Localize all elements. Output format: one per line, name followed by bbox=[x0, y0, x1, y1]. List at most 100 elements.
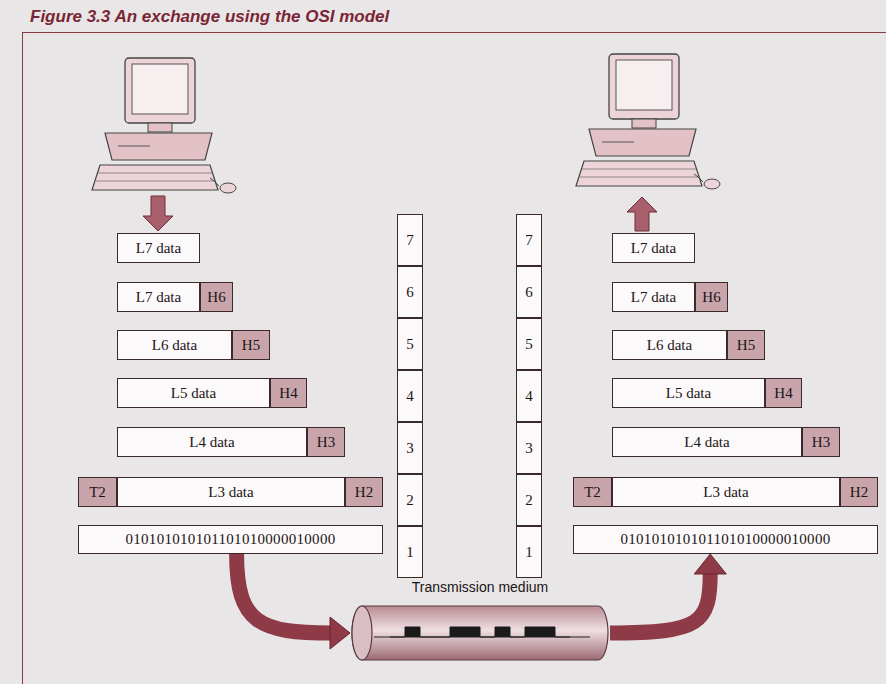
monitor bbox=[125, 58, 195, 123]
box-label: L3 data bbox=[703, 485, 748, 500]
layer-number-cell: 7 bbox=[516, 214, 542, 266]
box-label: H6 bbox=[207, 290, 225, 305]
header-box: H3 bbox=[802, 427, 840, 457]
layer-number: 6 bbox=[406, 285, 414, 300]
flow-arrow bbox=[237, 554, 350, 649]
box-label: L5 data bbox=[171, 386, 216, 401]
computer-icon bbox=[576, 54, 720, 189]
arrow-shaft bbox=[237, 554, 332, 633]
box-label: 010101010101101010000010000 bbox=[620, 532, 830, 547]
header-box: T2 bbox=[78, 477, 117, 507]
box-label: H4 bbox=[774, 386, 792, 401]
bitstream-box: 010101010101101010000010000 bbox=[573, 525, 878, 554]
header-box: H3 bbox=[307, 427, 345, 457]
data-unit-box: L4 data bbox=[117, 427, 307, 457]
signal-pulse bbox=[525, 627, 540, 637]
box-label: H2 bbox=[355, 485, 373, 500]
box-label: H5 bbox=[242, 338, 260, 353]
medium-label: Transmission medium bbox=[408, 578, 552, 596]
layer-number: 4 bbox=[406, 389, 414, 404]
box-label: L7 data bbox=[631, 290, 676, 305]
header-box: H4 bbox=[765, 378, 802, 408]
key-row bbox=[96, 181, 215, 182]
layer-number: 2 bbox=[525, 493, 533, 508]
box-label: 010101010101101010000010000 bbox=[125, 532, 335, 547]
stand bbox=[632, 119, 656, 128]
box-label: H6 bbox=[702, 290, 720, 305]
layer-number: 2 bbox=[406, 493, 414, 508]
mouse bbox=[704, 179, 720, 189]
transmission-medium: Transmission medium bbox=[350, 578, 610, 664]
figure-title: Figure 3.3 An exchange using the OSI mod… bbox=[30, 7, 389, 27]
data-unit-box: L5 data bbox=[612, 378, 765, 408]
layer-number: 7 bbox=[406, 233, 414, 248]
down-arrow bbox=[143, 196, 173, 231]
layer-number-cell: 2 bbox=[397, 474, 423, 526]
box-label: L6 data bbox=[647, 338, 692, 353]
box-label: L7 data bbox=[631, 241, 676, 256]
data-unit-box: L7 data bbox=[117, 233, 200, 263]
box-label: T2 bbox=[89, 485, 106, 500]
data-unit-box: L5 data bbox=[117, 378, 270, 408]
layer-number: 4 bbox=[525, 389, 533, 404]
bitstream-box: 010101010101101010000010000 bbox=[78, 525, 383, 554]
cable-end bbox=[352, 606, 372, 660]
signal-pulse bbox=[465, 627, 480, 637]
box-label: H3 bbox=[812, 435, 830, 450]
signal-wave bbox=[390, 627, 570, 637]
box-label: L4 data bbox=[189, 435, 234, 450]
layer-number-cell: 6 bbox=[397, 266, 423, 318]
flow-arrow bbox=[610, 554, 726, 633]
layer-number-cell: 1 bbox=[516, 526, 542, 578]
screen bbox=[616, 60, 672, 110]
data-unit-box: L3 data bbox=[612, 477, 840, 507]
box-label: L7 data bbox=[136, 241, 181, 256]
layer-number: 5 bbox=[406, 337, 414, 352]
layer-number-cell: 6 bbox=[516, 266, 542, 318]
cable-body bbox=[352, 606, 608, 660]
key-row bbox=[582, 169, 696, 170]
header-box: H4 bbox=[270, 378, 307, 408]
layer-number: 6 bbox=[525, 285, 533, 300]
mouse-cable bbox=[210, 178, 219, 186]
box-label: T2 bbox=[584, 485, 601, 500]
layer-number: 1 bbox=[525, 545, 533, 560]
data-unit-box: L7 data bbox=[117, 282, 200, 312]
header-box: H6 bbox=[200, 282, 233, 312]
signal-pulse bbox=[495, 627, 510, 637]
key-row bbox=[98, 173, 212, 174]
header-box: H6 bbox=[695, 282, 728, 312]
data-unit-box: L3 data bbox=[117, 477, 345, 507]
layer-number: 3 bbox=[406, 441, 414, 456]
layer-number-cell: 2 bbox=[516, 474, 542, 526]
layer-number: 1 bbox=[406, 545, 414, 560]
arrow-head bbox=[330, 617, 350, 649]
layer-number-cell: 5 bbox=[516, 318, 542, 370]
keyboard bbox=[576, 161, 702, 186]
box-label: H2 bbox=[850, 485, 868, 500]
arrow-shaft bbox=[610, 572, 710, 633]
box-label: L7 data bbox=[136, 290, 181, 305]
data-unit-box: L7 data bbox=[612, 233, 695, 263]
box-label: H4 bbox=[279, 386, 297, 401]
layer-number-cell: 3 bbox=[516, 422, 542, 474]
mouse bbox=[220, 183, 236, 193]
data-unit-box: L7 data bbox=[612, 282, 695, 312]
signal-pulse bbox=[540, 627, 555, 637]
screen bbox=[132, 64, 188, 114]
layer-number-cell: 3 bbox=[397, 422, 423, 474]
header-box: T2 bbox=[573, 477, 612, 507]
data-unit-box: L6 data bbox=[117, 330, 232, 360]
system-unit bbox=[105, 133, 212, 160]
key-row bbox=[580, 177, 699, 178]
system-unit bbox=[589, 129, 696, 156]
box-label: L5 data bbox=[666, 386, 711, 401]
box-label: H5 bbox=[737, 338, 755, 353]
signal-pulse bbox=[450, 627, 465, 637]
up-arrow bbox=[627, 197, 657, 231]
box-label: L6 data bbox=[152, 338, 197, 353]
mouse-cable bbox=[694, 174, 703, 182]
layer-number-cell: 1 bbox=[397, 526, 423, 578]
signal-pulse bbox=[405, 627, 420, 637]
